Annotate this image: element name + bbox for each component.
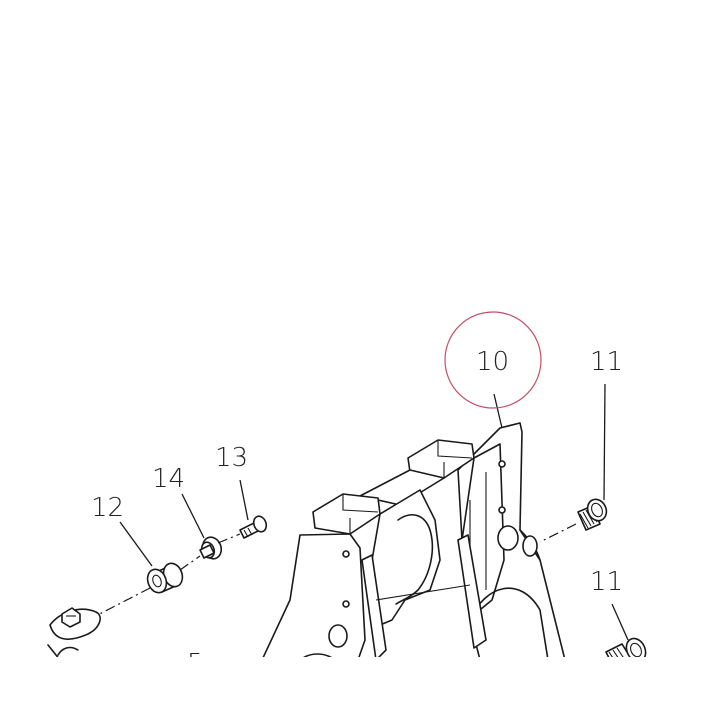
highlight-circle [444,311,542,409]
pin-part-13 [239,515,268,539]
bushing-part-12 [146,562,184,594]
pedal-bracket-part-10 [262,422,566,657]
callout-12: 12 [91,493,124,523]
callout-14: 14 [152,464,185,494]
pedal-mount-fragment [47,607,101,657]
callout-11-upper: 11 [590,347,623,377]
callout-13: 13 [215,443,248,473]
bolt-part-11-upper [577,498,608,531]
callout-11-lower: 11 [590,567,623,597]
callout-5: 5 [187,649,204,679]
callout-10: 10 [476,347,509,377]
bolt-part-11-lower [605,637,647,657]
washer-part-14 [199,536,223,560]
